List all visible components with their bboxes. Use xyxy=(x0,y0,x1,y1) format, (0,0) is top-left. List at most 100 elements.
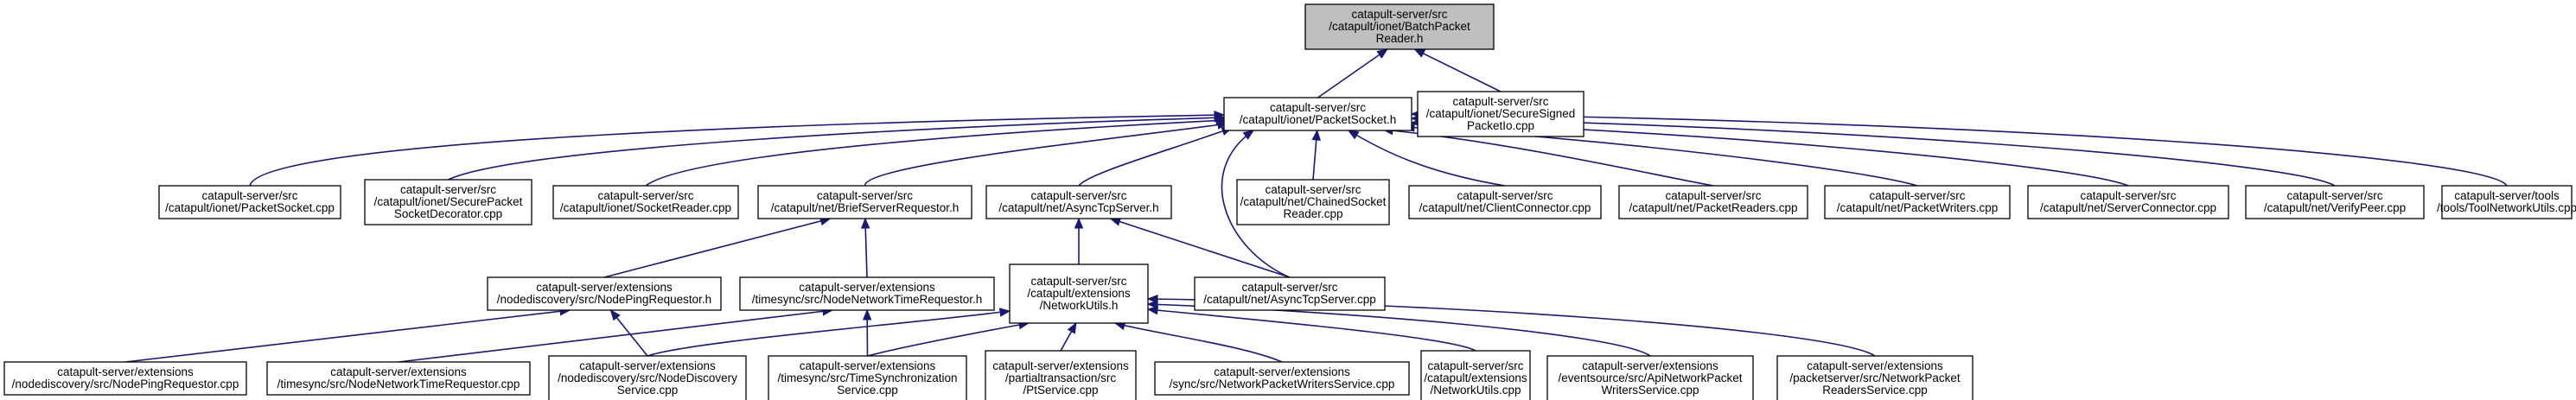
node-label-line: /catapult/ionet/PacketSocket.h xyxy=(1240,113,1397,126)
node-label-line: /timesync/src/NodeNetworkTimeRequestor.c… xyxy=(277,378,520,390)
arrowhead-icon xyxy=(1146,300,1158,309)
edge-line xyxy=(603,218,831,278)
node-serverconnector[interactable]: catapult-server/src/catapult/net/ServerC… xyxy=(2027,185,2229,219)
node-label-line: Reader.cpp xyxy=(1283,207,1342,220)
edge-line xyxy=(1348,130,1506,187)
edge-line xyxy=(1411,117,2336,187)
arrowhead-icon xyxy=(998,308,1011,317)
arrowhead-icon xyxy=(1067,321,1077,334)
node-box xyxy=(1304,3,1495,50)
node-label-line: catapult-server/extensions xyxy=(57,365,194,378)
node-box xyxy=(1417,91,1584,137)
node-label-line: /catapult/net/AsyncTcpServer.cpp xyxy=(1203,293,1376,306)
node-label-line: catapult-server/src xyxy=(1265,183,1361,196)
node-label-line: Service.cpp xyxy=(617,384,679,397)
node-label-line: /catapult/ionet/SecureSigned xyxy=(1426,107,1576,120)
edge-line xyxy=(1078,127,1233,187)
edge-chainedsocketreader-to-packetsocket-h xyxy=(1311,129,1322,181)
node-securesignedpacketio[interactable]: catapult-server/src/catapult/ionet/Secur… xyxy=(1417,91,1584,137)
node-box xyxy=(2027,185,2229,219)
edge-securesignedpacketio-to-batchpacketreader xyxy=(1413,48,1502,92)
node-box xyxy=(1776,355,1973,400)
node-socketreader[interactable]: catapult-server/src/catapult/ionet/Socke… xyxy=(552,185,739,219)
node-label-line: /PtService.cpp xyxy=(1023,384,1098,397)
node-ptservice[interactable]: catapult-server/extensions/partialtransa… xyxy=(985,350,1137,400)
node-asynctcpserver-h[interactable]: catapult-server/src/catapult/net/AsyncTc… xyxy=(985,185,1172,219)
edge-line xyxy=(867,322,1030,357)
node-label-line: catapult-server/src xyxy=(2080,189,2176,202)
edge-line xyxy=(1147,308,1476,352)
edge-networkpacketwritersservice-to-networkutils-h xyxy=(1113,321,1283,363)
node-label-line: /tools/ToolNetworkUtils.cpp xyxy=(2437,201,2576,214)
node-label-line: catapult-server/extensions xyxy=(1214,365,1350,378)
arrowhead-icon xyxy=(1347,130,1360,140)
node-label-line: catapult-server/extensions xyxy=(330,365,467,378)
node-label-line: catapult-server/src xyxy=(2286,189,2382,202)
arrowhead-icon xyxy=(609,308,621,321)
node-label-line: /catapult/net/AsyncTcpServer.h xyxy=(998,201,1158,214)
node-layer: catapult-server/src/catapult/ionet/Batch… xyxy=(3,3,2576,400)
edge-line xyxy=(249,114,1225,187)
node-clientconnector[interactable]: catapult-server/src/catapult/net/ClientC… xyxy=(1408,185,1602,219)
arrowhead-icon xyxy=(1146,305,1158,315)
arrowhead-icon xyxy=(1413,48,1426,58)
node-box xyxy=(1154,361,1410,396)
node-label-line: /eventsource/src/ApiNetworkPacket xyxy=(1558,371,1742,384)
node-verifypeer[interactable]: catapult-server/src/catapult/net/VerifyP… xyxy=(2245,185,2425,219)
node-label-line: catapult-server/extensions xyxy=(1582,359,1718,372)
edge-line xyxy=(1221,130,1291,278)
node-packetsocket-h[interactable]: catapult-server/src/catapult/ionet/Packe… xyxy=(1223,97,1412,131)
node-networkutils-h[interactable]: catapult-server/src/catapult/extensions/… xyxy=(1009,263,1149,324)
node-networkpacketwritersservice[interactable]: catapult-server/extensions/sync/src/Netw… xyxy=(1154,361,1410,396)
node-box xyxy=(1236,179,1390,225)
node-label-line: /sync/src/NetworkPacketWritersService.cp… xyxy=(1170,378,1395,390)
node-networkpacketreadersservice[interactable]: catapult-server/extensions/packetserver/… xyxy=(1776,355,1973,400)
node-label-line: catapult-server/extensions xyxy=(799,281,935,294)
node-briefserverrequestor[interactable]: catapult-server/src/catapult/net/BriefSe… xyxy=(757,185,972,219)
node-apinetworkpacketwritersservice[interactable]: catapult-server/extensions/eventsource/s… xyxy=(1546,355,1754,400)
edge-line xyxy=(1411,113,2508,187)
node-box xyxy=(364,179,532,225)
node-label-line: catapult-server/extensions xyxy=(800,359,936,372)
node-packetsocket-cpp[interactable]: catapult-server/src/catapult/ionet/Packe… xyxy=(158,185,341,219)
edge-nodepingrequestor-cpp-to-nodepingrequestor-h xyxy=(124,307,571,363)
node-label-line: /NetworkUtils.cpp xyxy=(1430,384,1521,397)
node-label-line: /nodediscovery/src/NodeDiscovery xyxy=(558,371,737,384)
node-label-line: /packetserver/src/NetworkPacket xyxy=(1789,371,1961,384)
edge-line xyxy=(448,117,1225,181)
node-box xyxy=(739,276,995,311)
node-label-line: Service.cpp xyxy=(837,384,898,397)
node-timesynchronizationservice[interactable]: catapult-server/extensions/timesync/src/… xyxy=(768,355,967,400)
node-label-line: catapult-server/extensions xyxy=(579,359,716,372)
node-securepacketsocketdecorator[interactable]: catapult-server/src/catapult/ionet/Secur… xyxy=(364,179,532,225)
node-box xyxy=(1420,350,1531,400)
node-label-line: /catapult/extensions xyxy=(1424,371,1527,384)
node-packetreaders[interactable]: catapult-server/src/catapult/net/PacketR… xyxy=(1618,185,1808,219)
node-nodepingrequestor-h[interactable]: catapult-server/extensions/nodediscovery… xyxy=(487,276,722,311)
node-nodepingrequestor-cpp[interactable]: catapult-server/extensions/nodediscovery… xyxy=(3,361,247,396)
node-box xyxy=(1408,185,1602,219)
node-label-line: catapult-server/src xyxy=(1030,189,1126,202)
edge-asynctcpserver-cpp-to-packetsocket-h xyxy=(1221,130,1291,278)
node-nodenetworktimerequestor-cpp[interactable]: catapult-server/extensions/timesync/src/… xyxy=(266,361,531,396)
arrowhead-icon xyxy=(1376,48,1388,59)
node-label-line: catapult-server/tools xyxy=(2454,189,2560,202)
arrowhead-icon xyxy=(862,308,872,321)
node-toolnetworkutils[interactable]: catapult-server/tools/tools/ToolNetworkU… xyxy=(2437,185,2576,219)
arrowhead-icon xyxy=(1074,217,1084,229)
node-nodediscoveryservice[interactable]: catapult-server/extensions/nodediscovery… xyxy=(548,355,747,400)
node-label-line: catapult-server/extensions xyxy=(992,359,1129,372)
node-label-line: /catapult/net/ClientConnector.cpp xyxy=(1419,201,1591,214)
node-label-line: /catapult/ionet/BatchPacket xyxy=(1329,20,1470,33)
node-box xyxy=(2245,185,2425,219)
node-chainedsocketreader[interactable]: catapult-server/src/catapult/net/Chained… xyxy=(1236,179,1390,225)
arrowhead-icon xyxy=(860,217,870,229)
node-networkutils-cpp[interactable]: catapult-server/src/catapult/extensions/… xyxy=(1420,350,1531,400)
edge-networkutils-cpp-to-networkutils-h xyxy=(1146,305,1476,352)
node-nodenetworktimerequestor-h[interactable]: catapult-server/extensions/timesync/src/… xyxy=(739,276,995,311)
node-packetwriters[interactable]: catapult-server/src/catapult/net/PacketW… xyxy=(1824,185,2011,219)
node-box xyxy=(1618,185,1808,219)
node-box xyxy=(158,185,341,219)
node-asynctcpserver-cpp[interactable]: catapult-server/src/catapult/net/AsyncTc… xyxy=(1194,276,1386,311)
edge-nodediscoveryservice-to-nodepingrequestor-h xyxy=(609,308,648,357)
